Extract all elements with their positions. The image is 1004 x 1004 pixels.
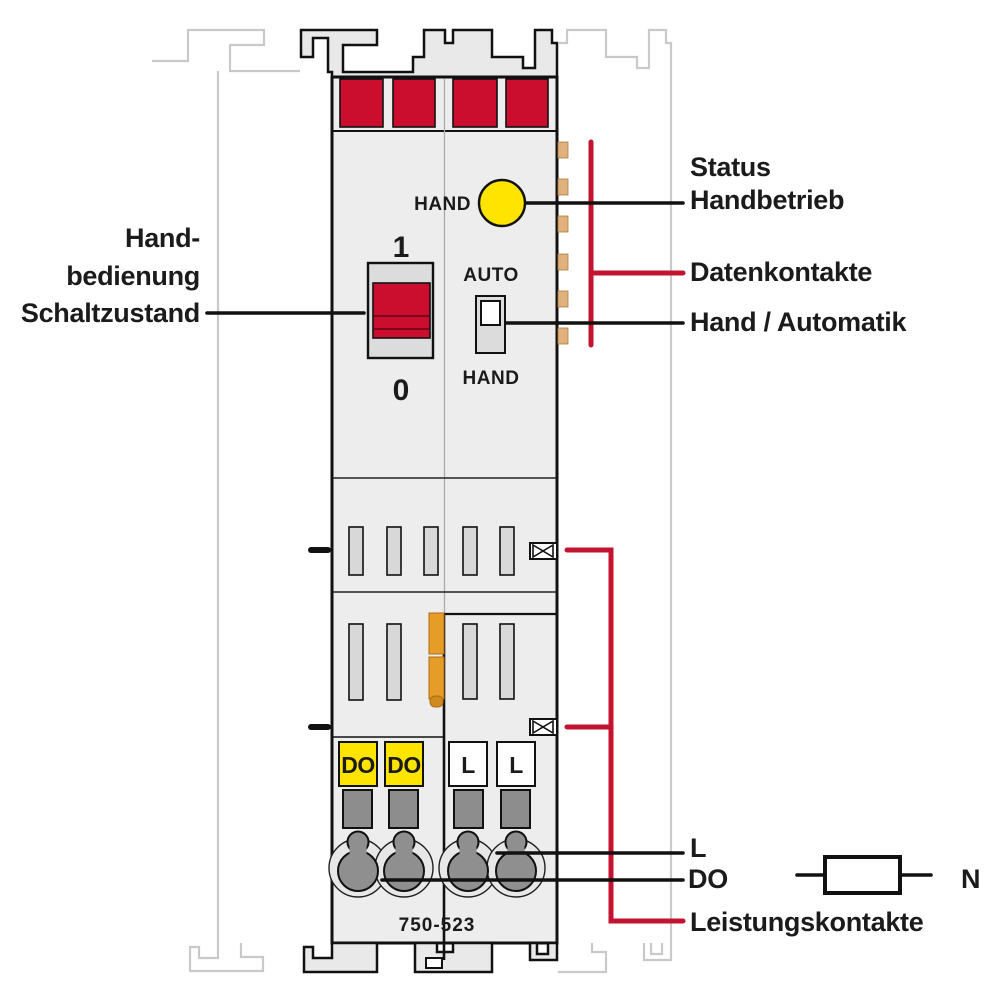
ghost-right-top-profile — [559, 28, 673, 77]
data-contacts-bracket — [588, 139, 686, 348]
power-contact-icon — [532, 543, 554, 559]
label-do: DO — [688, 864, 728, 894]
release-latch-nub — [429, 695, 444, 708]
status-led — [477, 178, 527, 228]
label-datenkontakte: Datenkontakte — [690, 257, 872, 287]
red-clamp — [505, 78, 549, 128]
load-box — [823, 855, 902, 895]
label-phase-l: L — [690, 833, 706, 863]
power-contact-icon — [532, 719, 554, 735]
vent-slot — [423, 526, 439, 576]
terminal-text-l1: L — [461, 752, 475, 778]
wire-clamp — [388, 789, 419, 829]
wire-clamp — [342, 789, 373, 829]
vent-slot — [462, 526, 478, 576]
part-number: 750-523 — [399, 915, 476, 936]
vent-slot — [348, 526, 364, 576]
rocker-button-grooves — [374, 315, 429, 330]
vent-slot — [386, 623, 402, 701]
data-contact — [557, 327, 569, 345]
vent-slot — [386, 526, 402, 576]
power-jumper-contact-upper — [529, 542, 558, 560]
red-clamp — [339, 78, 384, 128]
vent-slot — [462, 623, 478, 700]
label-hand-line3: Schaltzustand — [21, 298, 200, 328]
module-face-texts: HAND 1 0 AUTO HAND DO DO L L 750-523 — [341, 194, 523, 936]
release-latch-lower — [428, 656, 445, 700]
annotation-texts: Hand- bedienung Schaltzustand Status Han… — [21, 152, 981, 937]
ghost-module-right — [558, 28, 673, 974]
terminal-box-l1 — [448, 741, 488, 787]
vent-slots-upper — [348, 526, 515, 576]
keyhole — [337, 830, 379, 892]
label-handbetrieb: Handbetrieb — [690, 185, 844, 215]
terminal-text-do1: DO — [341, 752, 375, 778]
data-contact — [557, 290, 569, 308]
data-contact — [557, 178, 569, 196]
label-status: Status — [690, 152, 771, 182]
terminal-text-l2: L — [509, 752, 523, 778]
terminal-labels — [338, 741, 536, 787]
led-label: HAND — [414, 194, 471, 215]
release-latch-upper — [428, 612, 445, 655]
red-brackets — [564, 139, 686, 924]
load-symbol — [795, 855, 933, 895]
terminal-box-do1 — [338, 741, 378, 787]
label-hand-automatik: Hand / Automatik — [690, 307, 907, 337]
vent-slot — [499, 623, 515, 700]
wire-clamp — [500, 789, 531, 829]
power-contacts-bracket — [564, 547, 686, 924]
ghost-left-top-profile — [152, 28, 300, 73]
mode-slider — [475, 295, 506, 354]
red-clamp — [392, 78, 436, 128]
release-latch — [428, 612, 445, 708]
ghost-module-left — [152, 28, 300, 973]
rocker-pos-0: 0 — [393, 374, 410, 407]
module-top-cap — [299, 28, 559, 79]
leader-lines — [205, 201, 685, 882]
slider-label-hand: HAND — [463, 368, 520, 389]
module-foot-left — [302, 941, 379, 974]
vent-slot — [348, 623, 364, 701]
vent-slot — [499, 526, 515, 576]
data-contact — [557, 141, 569, 159]
module-750-523 — [299, 28, 569, 974]
label-leistungskontakte: Leistungskontakte — [690, 907, 924, 937]
slider-knob — [480, 300, 501, 326]
terminal-text-do2: DO — [387, 752, 421, 778]
terminal-box-l2 — [496, 741, 536, 787]
data-contact — [557, 215, 569, 233]
data-contacts — [557, 141, 569, 345]
terminal-box-do2 — [384, 741, 424, 787]
rocker-pos-1: 1 — [393, 231, 410, 264]
slider-label-auto: AUTO — [463, 265, 518, 286]
module-foot-right — [528, 941, 559, 962]
wire-clamps — [342, 789, 531, 829]
label-hand-line1: Hand- — [125, 223, 200, 253]
red-clamp — [452, 78, 498, 128]
vent-slots-lower — [348, 623, 515, 701]
module-foot-slot — [425, 957, 443, 969]
ghost-right-feet — [558, 943, 673, 974]
power-jumper-contact-lower — [529, 718, 558, 736]
ghost-left-foot — [188, 943, 265, 973]
red-clamps — [339, 78, 549, 128]
label-hand-line2: bedienung — [66, 261, 200, 291]
label-neutral-n: N — [961, 864, 980, 894]
position-ticks — [308, 547, 331, 730]
rocker-switch — [366, 261, 435, 360]
wire-clamp — [453, 789, 484, 829]
data-contact — [557, 253, 569, 271]
